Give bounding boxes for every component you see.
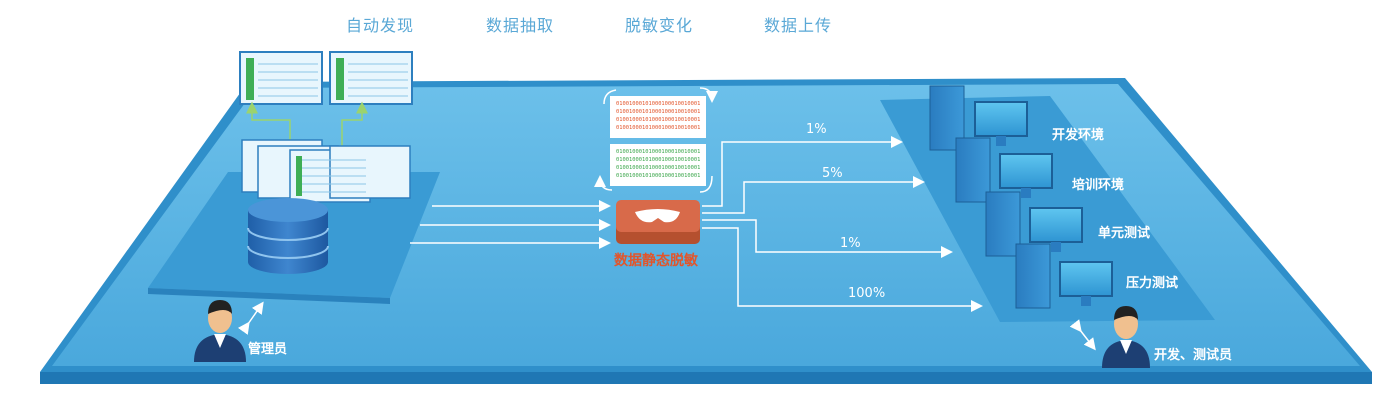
env-label-training: 培训环境 [1072, 178, 1125, 193]
discovery-connectors [246, 101, 368, 150]
masking-engine-label: 数据静态脱敏 [614, 253, 698, 269]
binary-green-line-0: 01001000101000100010010001 [616, 149, 700, 155]
binary-green-line-3: 01001000101000100010010001 [616, 173, 700, 179]
step-label-discover: 自动发现 [346, 16, 415, 35]
binary-orange-line-2: 01001000101000100010010001 [616, 117, 700, 123]
binary-green-line-1: 01001000101000100010010001 [616, 157, 700, 163]
stress-test-percentage: 100% [848, 286, 886, 301]
unit-test-environment-servers [985, 191, 1083, 257]
extract-arrows [410, 200, 611, 249]
masking-engine-icon [616, 200, 700, 244]
dev-tester-person-icon [1102, 306, 1150, 368]
binary-orange-lines: 01001000101000100010010001 01001000101000… [616, 101, 700, 131]
binary-orange-line-0: 01001000101000100010010001 [616, 101, 700, 107]
step-label-extract: 数据抽取 [486, 16, 555, 35]
masking-transform-cards [594, 87, 718, 193]
binary-orange-line-1: 01001000101000100010010001 [616, 109, 700, 115]
binary-green-lines: 01001000101000100010010001 01001000101000… [616, 149, 700, 179]
admin-label: 管理员 [248, 342, 288, 357]
admin-link-arrow [237, 301, 264, 335]
discovered-table-left [239, 51, 323, 105]
upload-arrows [702, 136, 983, 312]
stress-test-environment-servers [1015, 243, 1113, 309]
env-label-unit-test: 单元测试 [1098, 226, 1151, 241]
table-stack [241, 139, 411, 203]
step-label-upload: 数据上传 [764, 16, 833, 35]
training-environment-servers [955, 137, 1053, 203]
admin-person-icon [194, 300, 246, 362]
discovered-table-right [329, 51, 413, 105]
binary-green-line-2: 01001000101000100010010001 [616, 165, 700, 171]
dev-percentage: 1% [806, 122, 827, 137]
binary-orange-line-3: 01001000101000100010010001 [616, 125, 700, 131]
step-label-transform: 脱敏变化 [625, 16, 694, 35]
training-percentage: 5% [822, 166, 843, 181]
env-label-dev: 开发环境 [1052, 128, 1105, 143]
database-icon [247, 198, 329, 274]
env-label-stress-test: 压力测试 [1126, 276, 1179, 291]
unit-test-percentage: 1% [840, 236, 861, 251]
dev-tester-label: 开发、测试员 [1154, 348, 1233, 363]
dev-tester-link-arrow [1069, 319, 1096, 351]
